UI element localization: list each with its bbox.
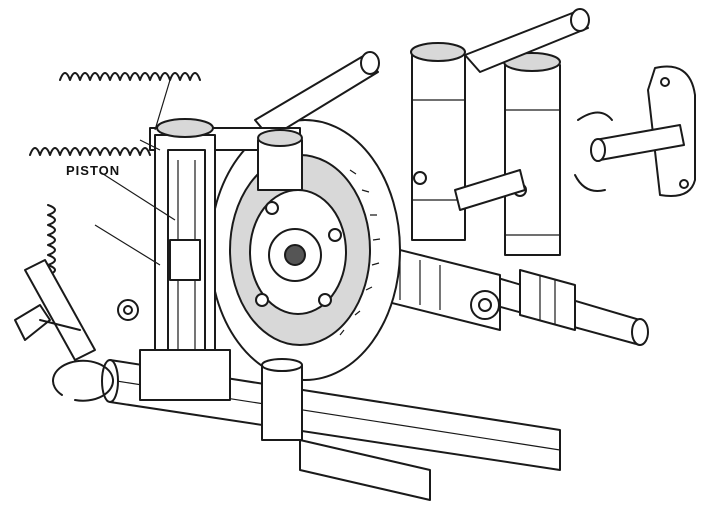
housing [209, 119, 401, 381]
left-cylinder [139, 118, 231, 401]
piston-label: PISTON [66, 163, 121, 178]
center-post [257, 129, 303, 441]
piston-leader-line [99, 171, 176, 221]
right-cylinders [410, 8, 590, 256]
universal-joint [379, 244, 501, 331]
wing-nut-assembly [14, 259, 139, 402]
end-plate [574, 65, 696, 197]
gear-icon [339, 169, 381, 336]
